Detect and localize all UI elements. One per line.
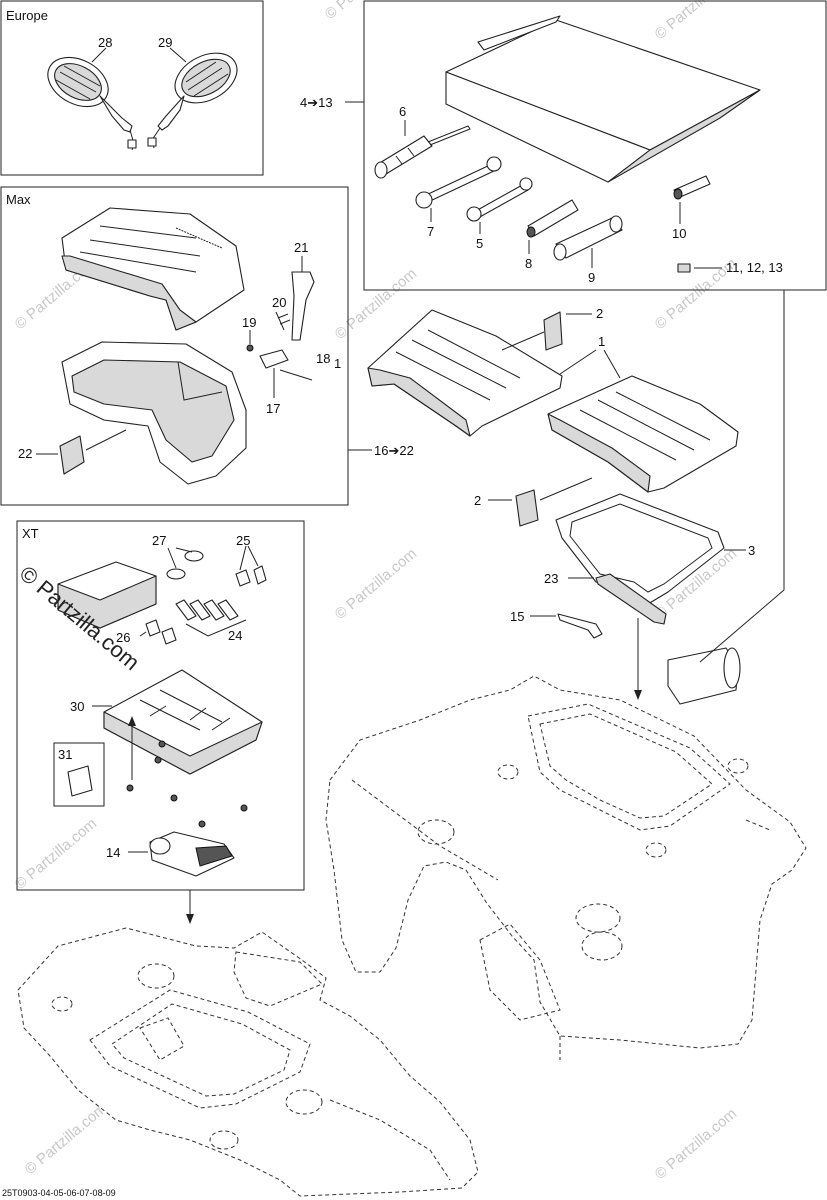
key-tool: [557, 613, 603, 639]
europe-box: [0, 0, 264, 176]
mirror-left: [47, 56, 137, 151]
nut: [161, 627, 177, 645]
detail-box-31: [53, 742, 105, 807]
watermark-text: © Partzilla.com: [332, 265, 420, 343]
callout-5: 5: [476, 236, 483, 251]
callout-4-13: 4➔13: [300, 95, 333, 110]
toolkit-box: [363, 0, 827, 291]
wrench-5: [473, 183, 529, 219]
front-fender-body: [17, 927, 479, 1197]
bolts-24: [175, 599, 239, 621]
callout-18-suffix: 1: [334, 356, 341, 371]
washer: [166, 568, 186, 580]
watermark-text: © Partzilla.com: [652, 0, 740, 43]
callout-11-13: 11, 12, 13: [726, 260, 783, 275]
callout-29: 29: [158, 35, 172, 50]
bracket-2-upper: [543, 311, 563, 351]
bracket-2-lower: [515, 489, 539, 527]
rear-fender: [325, 675, 807, 1060]
callout-30: 30: [70, 699, 84, 714]
watermark-text: © Partzilla.com: [652, 1105, 740, 1183]
callout-31: 31: [58, 747, 72, 762]
screw-25: [235, 569, 251, 587]
xt-box: [16, 520, 305, 891]
callout-10: 10: [672, 226, 686, 241]
latch-bracket: [259, 349, 289, 369]
front-fender: [17, 927, 479, 1197]
watermark-text: © Partzilla.com: [322, 0, 410, 23]
callout-1: 1: [598, 334, 605, 349]
clip-31: [67, 765, 93, 797]
callout-15: 15: [510, 609, 524, 624]
max-title: Max: [6, 192, 31, 207]
callout-23: 23: [544, 571, 558, 586]
europe-section: Europe 28 29: [0, 0, 264, 176]
max-box: [0, 186, 349, 506]
europe-title: Europe: [6, 8, 48, 23]
fuse: [677, 263, 691, 273]
wrench-7: [423, 163, 497, 203]
latch-14: [149, 831, 235, 877]
callout-19: 19: [242, 315, 256, 330]
callout-2b: 2: [474, 493, 481, 508]
socket-8: [527, 199, 579, 237]
callout-6: 6: [399, 104, 406, 119]
leader-line: [91, 47, 107, 63]
rack-upper: [367, 309, 563, 437]
tool-roll: [667, 647, 739, 705]
mirror-right: [147, 52, 238, 149]
xt-section: XT 27 25 24 26 30: [16, 520, 305, 924]
callout-22: 22: [18, 446, 32, 461]
leader-line: [169, 47, 187, 63]
latch-clip: [59, 435, 85, 475]
watermark-text: © Partzilla.com: [12, 815, 100, 893]
rear-fender-body: [325, 675, 807, 1049]
callout-18: 18: [316, 351, 330, 366]
washer: [184, 550, 204, 562]
tool-bag-flap: [477, 15, 561, 51]
latch-bar: [595, 573, 667, 625]
callout-25: 25: [236, 533, 250, 548]
latch-spring: [275, 311, 291, 331]
watermark-text: © Partzilla.com: [332, 545, 420, 623]
callout-28: 28: [98, 35, 112, 50]
callout-17: 17: [266, 401, 280, 416]
callout-26: 26: [116, 630, 130, 645]
latch-pin: [279, 369, 313, 381]
tool-bag-side: [607, 89, 761, 183]
callout-21: 21: [294, 240, 308, 255]
callout-14: 14: [106, 845, 120, 860]
callout-2a: 2: [596, 306, 603, 321]
rack-section: 2 1 2 3 23 15: [367, 290, 785, 705]
callout-8: 8: [525, 256, 532, 271]
diagram-code: 25T0903-04-05-06-07-08-09: [2, 1188, 116, 1198]
latch-handle: [291, 271, 315, 341]
toolkit-section: 4➔13 6 7 5 8 9 10 11, 12, 13: [300, 0, 827, 291]
xt-title: XT: [22, 526, 39, 541]
callout-7: 7: [427, 224, 434, 239]
callout-27: 27: [152, 533, 166, 548]
callout-9: 9: [588, 270, 595, 285]
callout-24: 24: [228, 628, 242, 643]
max-section: Max 21 20 19 18 1 17 22 16➔22: [0, 186, 414, 506]
callout-20: 20: [272, 295, 286, 310]
callout-16-22: 16➔22: [374, 443, 414, 458]
nut: [145, 619, 161, 637]
callout-3: 3: [748, 543, 755, 558]
watermark-text: © Partzilla.com: [22, 1100, 110, 1178]
